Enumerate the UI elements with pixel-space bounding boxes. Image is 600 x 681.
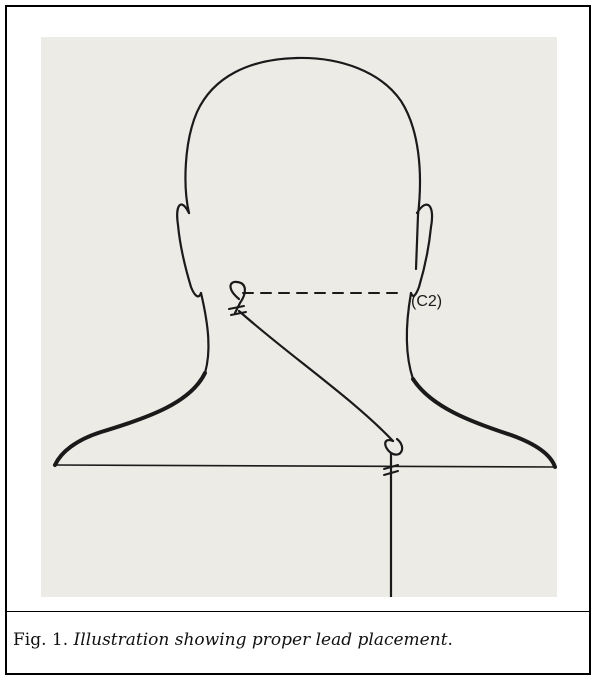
head-sketch-svg: (C2) [41,37,557,597]
shoulder-left-icon [55,373,205,465]
head-outline-icon [185,58,420,269]
caption-suffix: . [448,630,453,650]
left-ear-icon [177,204,201,296]
neck-left-icon [201,293,208,373]
figure-divider [7,611,589,612]
figure-caption: Fig. 1. Illustration showing proper lead… [13,630,590,650]
shoulder-right-icon [413,379,555,467]
caption-text: Illustration showing proper lead placeme… [74,630,448,650]
lead-wire-icon [239,311,393,441]
caption-prefix: Fig. 1. [13,630,74,650]
shoulder-baseline-icon [55,465,555,467]
sketch-illustration: (C2) [41,37,557,597]
right-ear-icon [411,205,432,296]
electrode-loop-icon [385,439,402,455]
c2-label: (C2) [411,293,442,310]
figure-frame: (C2) [5,5,591,675]
